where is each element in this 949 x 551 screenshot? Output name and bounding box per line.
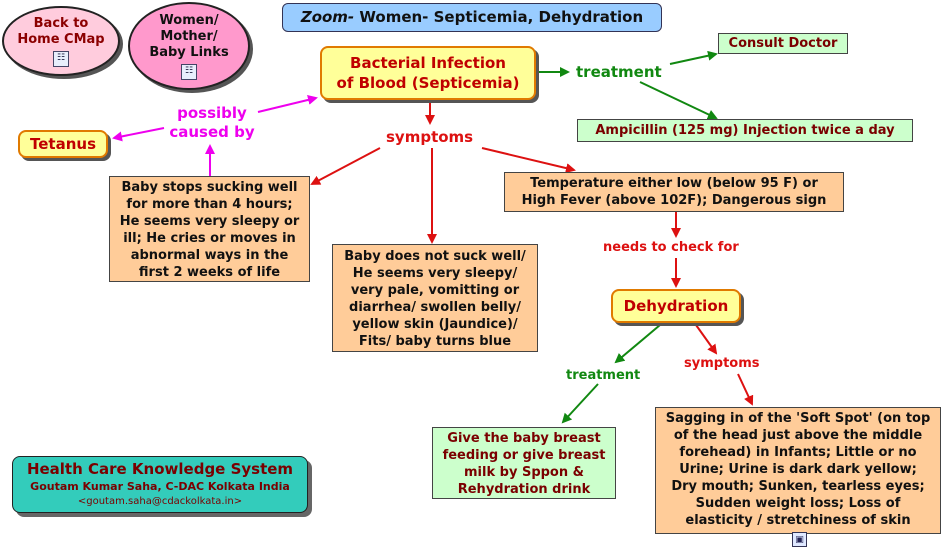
text-line: Fits/ baby turns blue xyxy=(358,334,512,349)
text-line: for more than 4 hours; xyxy=(126,197,293,212)
link-label-symptoms: symptoms xyxy=(684,356,760,371)
text-line: Temperature either low (below 95 F) or xyxy=(530,176,818,191)
footer-email: <goutam.saha@cdackolkata.in> xyxy=(77,496,243,507)
text-line: abnormal ways in the xyxy=(130,248,289,263)
link-label-possibly-caused-by: possibly caused by xyxy=(164,104,260,142)
text-line: Baby stops sucking well xyxy=(121,180,298,195)
text-line: very pale, vomitting or xyxy=(350,283,520,298)
node-consult-doctor[interactable]: Consult Doctor xyxy=(718,33,848,54)
link-label-symptoms: symptoms xyxy=(386,128,474,146)
node-baby-does-not-suck[interactable]: Baby does not suck well/ He seems very s… xyxy=(332,244,538,352)
footer-title: Health Care Knowledge System xyxy=(26,460,294,478)
link-label-needs-to-check-for: needs to check for xyxy=(603,240,739,255)
women-line2: Mother/ xyxy=(160,28,218,44)
text-line: milk by Sppon & xyxy=(464,465,584,480)
text-line: Sagging in of the 'Soft Spot' (on top xyxy=(665,411,931,426)
node-sagging-symptoms[interactable]: Sagging in of the 'Soft Spot' (on top of… xyxy=(655,407,941,534)
text-line: feeding or give breast xyxy=(442,448,606,463)
text-line: first 2 weeks of life xyxy=(138,265,281,280)
women-mother-baby-links[interactable]: Women/ Mother/ Baby Links ☷ xyxy=(128,2,250,90)
women-line3: Baby Links xyxy=(149,44,229,60)
women-line1: Women/ xyxy=(159,12,219,28)
text-line: diarrhea/ swollen belly/ xyxy=(349,300,521,315)
text-line: Rehydration drink xyxy=(457,482,591,497)
text-line: Give the baby breast xyxy=(447,431,601,446)
septicemia-line1: Bacterial Infection xyxy=(350,54,506,72)
image-icon[interactable]: ▣ xyxy=(792,532,807,547)
consult-label: Consult Doctor xyxy=(728,36,838,51)
text-line: He seems very sleepy or xyxy=(119,214,300,229)
node-ampicillin[interactable]: Ampicillin (125 mg) Injection twice a da… xyxy=(577,119,913,142)
link-label-treatment: treatment xyxy=(576,63,662,81)
node-tetanus[interactable]: Tetanus xyxy=(18,130,108,158)
septicemia-line2: of Blood (Septicemia) xyxy=(336,74,520,92)
text-line: yellow skin (Jaundice)/ xyxy=(352,317,518,332)
ampicillin-label: Ampicillin (125 mg) Injection twice a da… xyxy=(595,123,895,138)
title-prefix: Zoom- xyxy=(300,8,355,26)
text-line: High Fever (above 102F); Dangerous sign xyxy=(521,193,827,208)
text-line: Sudden weight loss; Loss of xyxy=(695,496,901,511)
text-line: elasticity / stretchiness of skin xyxy=(685,513,911,528)
footer-author: Goutam Kumar Saha, C-DAC Kolkata India xyxy=(30,480,290,493)
text-line: ill; He cries or moves in xyxy=(123,231,296,246)
footer-credits: Health Care Knowledge System Goutam Kuma… xyxy=(12,456,308,513)
node-temperature[interactable]: Temperature either low (below 95 F) or H… xyxy=(504,172,844,212)
text-line: Baby does not suck well/ xyxy=(344,249,526,264)
back-line2: Home CMap xyxy=(17,31,105,47)
dehydration-label: Dehydration xyxy=(623,297,729,315)
node-septicemia[interactable]: Bacterial Infection of Blood (Septicemia… xyxy=(320,46,536,100)
tetanus-label: Tetanus xyxy=(30,135,96,153)
text-line: forehead) in Infants; Little or no xyxy=(679,445,917,460)
node-breast-feeding[interactable]: Give the baby breast feeding or give bre… xyxy=(432,427,616,499)
text-line: caused by xyxy=(169,123,255,141)
text-line: possibly xyxy=(177,104,247,122)
cmap-icon[interactable]: ☷ xyxy=(53,50,69,67)
back-line1: Back to xyxy=(33,15,89,31)
node-dehydration[interactable]: Dehydration xyxy=(611,289,741,323)
title-rest: Women- Septicemia, Dehydration xyxy=(354,8,644,26)
page-title: Zoom- Women- Septicemia, Dehydration xyxy=(282,3,662,32)
cmap-icon[interactable]: ☷ xyxy=(181,63,197,80)
node-baby-stops-sucking[interactable]: Baby stops sucking well for more than 4 … xyxy=(109,176,310,282)
text-line: of the head just above the middle xyxy=(673,428,923,443)
text-line: Dry mouth; Sunken, tearless eyes; xyxy=(671,479,925,494)
text-line: Urine; Urine is dark dark yellow; xyxy=(679,462,917,477)
back-to-home-cmap-link[interactable]: Back to Home CMap ☷ xyxy=(2,6,120,76)
link-label-treatment: treatment xyxy=(566,368,641,383)
text-line: He seems very sleepy/ xyxy=(352,266,518,281)
